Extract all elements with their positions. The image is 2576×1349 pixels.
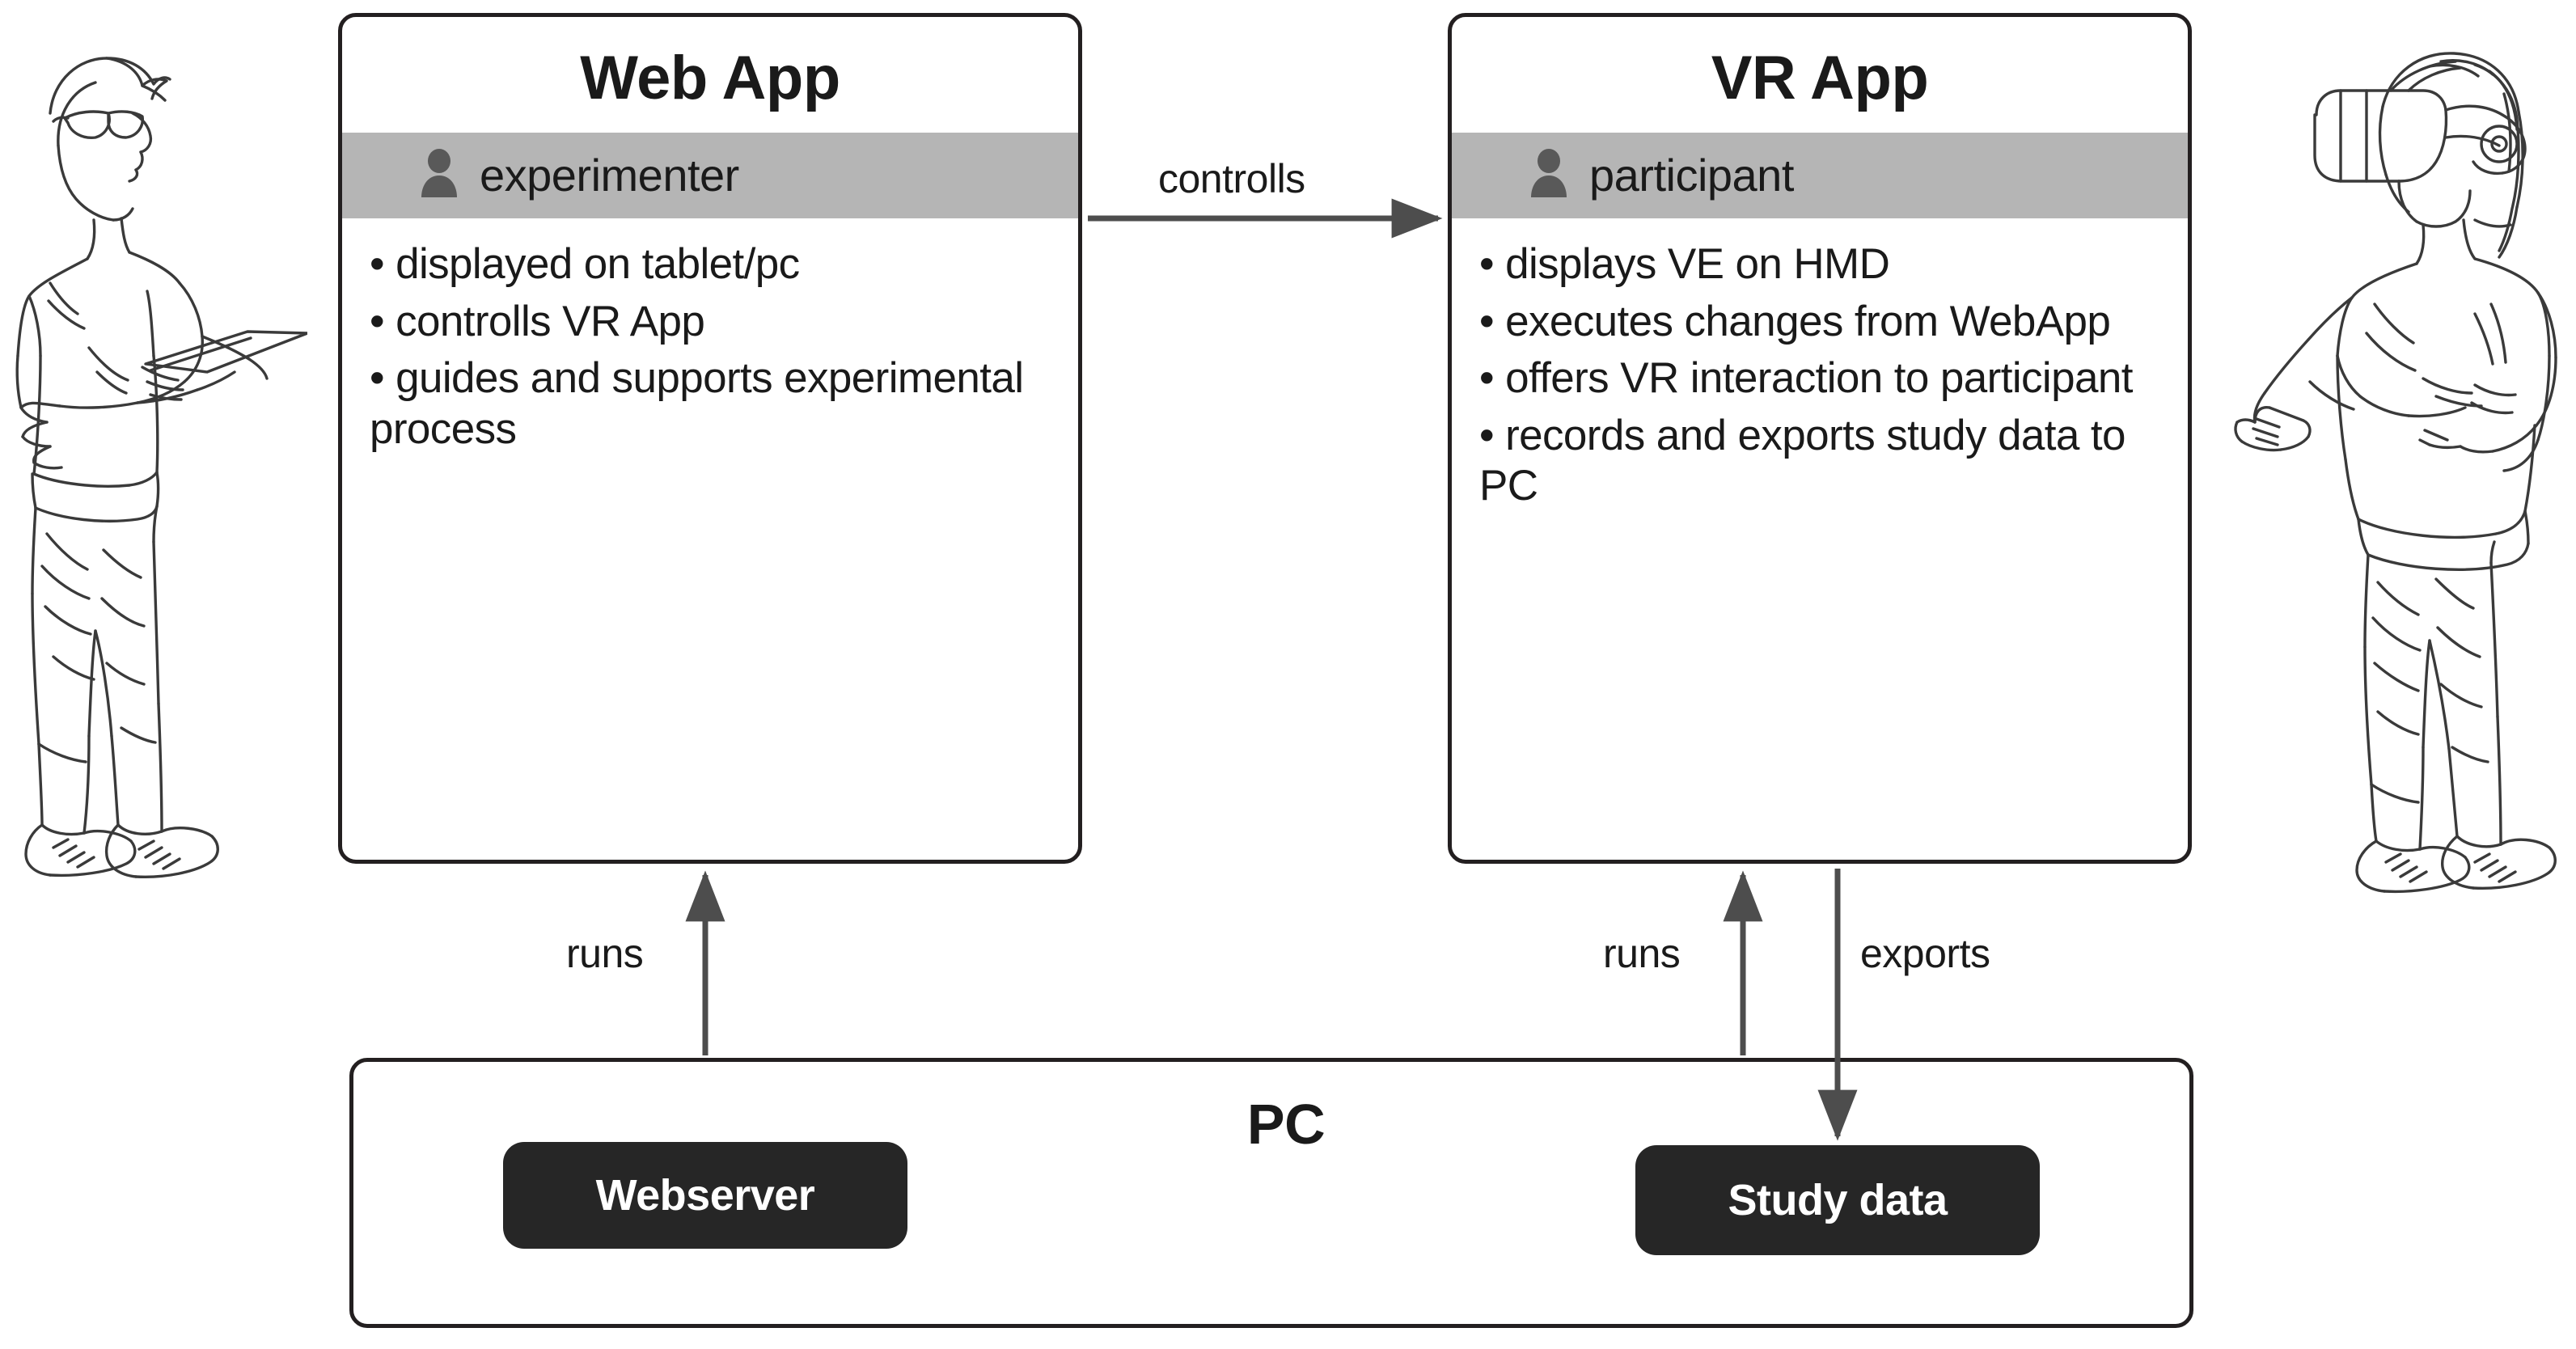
exports-arrow-label: exports	[1860, 931, 1990, 976]
web-app-bullet-list: • displayed on tablet/pc • controlls VR …	[342, 218, 1078, 455]
list-item: • displayed on tablet/pc	[370, 240, 800, 288]
vr-app-bullet-list: • displays VE on HMD • executes changes …	[1452, 218, 2188, 512]
runs-vrapp-arrow-label: runs	[1603, 931, 1681, 976]
webserver-chip[interactable]: Webserver	[503, 1142, 907, 1249]
list-item: • executes changes from WebApp	[1479, 297, 2111, 345]
webserver-chip-label: Webserver	[595, 1171, 815, 1220]
list-item: • displays VE on HMD	[1479, 240, 1890, 288]
vr-app-box[interactable]: VR App participant • displays VE on HMD …	[1448, 13, 2192, 864]
list-item: • records and exports study data to PC	[1479, 411, 2126, 510]
vr-app-title: VR App	[1711, 44, 1929, 112]
vr-app-role-band: participant	[1452, 133, 2188, 218]
pc-title: PC	[1246, 1093, 1326, 1156]
list-item: • guides and supports experimental proce…	[370, 354, 1024, 453]
web-app-role-band: experimenter	[342, 133, 1078, 218]
list-item: • offers VR interaction to participant	[1479, 354, 2133, 403]
controlls-arrow-label: controlls	[1158, 156, 1305, 201]
runs-webapp-arrow-label: runs	[566, 931, 644, 976]
participant-with-hmd-illustration	[2232, 16, 2576, 898]
web-app-title: Web App	[580, 44, 840, 112]
study-data-chip[interactable]: Study data	[1635, 1145, 2040, 1255]
person-icon	[1529, 148, 1568, 203]
study-data-chip-label: Study data	[1728, 1176, 1948, 1224]
experimenter-with-tablet-illustration	[0, 16, 307, 898]
list-item: • controlls VR App	[370, 297, 705, 345]
web-app-box[interactable]: Web App experimenter • displayed on tabl…	[338, 13, 1082, 864]
web-app-role-label: experimenter	[480, 150, 739, 201]
vr-app-role-label: participant	[1589, 150, 1794, 201]
person-icon	[420, 148, 459, 203]
